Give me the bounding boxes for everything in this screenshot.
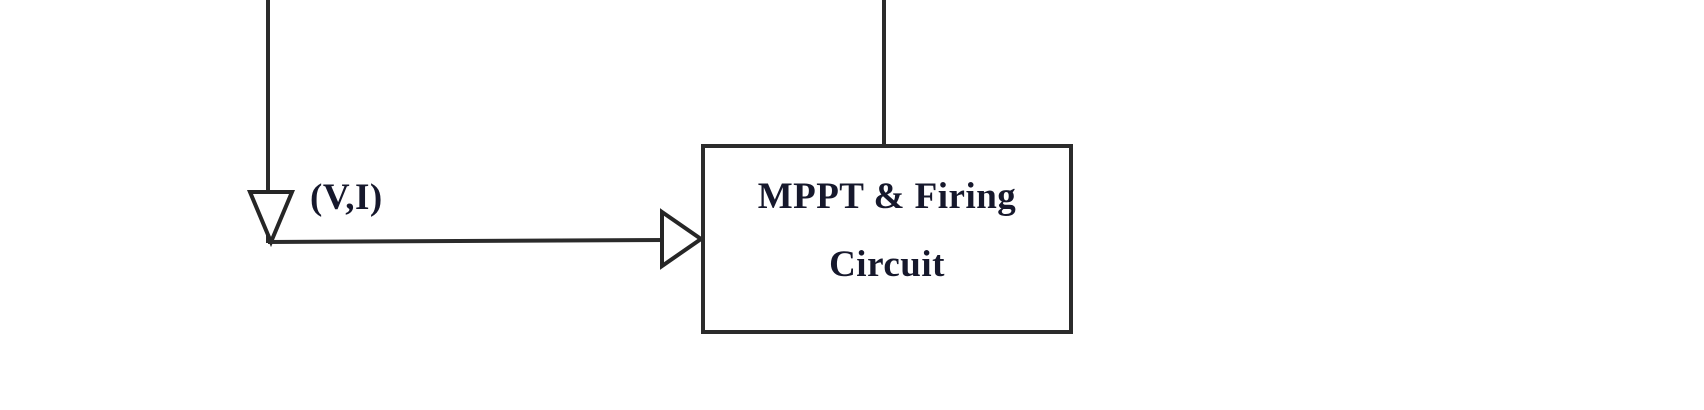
connector-vi-to-mppt <box>267 238 669 244</box>
block-mppt-firing-circuit[interactable] <box>701 144 1073 334</box>
right-arrowhead-icon <box>660 208 705 270</box>
down-arrowhead-icon <box>246 190 296 248</box>
block-label-line1: MPPT & Firing <box>758 176 1017 217</box>
block-label-line2: Circuit <box>829 244 945 285</box>
signal-label-vi: (V,I) <box>310 177 383 218</box>
